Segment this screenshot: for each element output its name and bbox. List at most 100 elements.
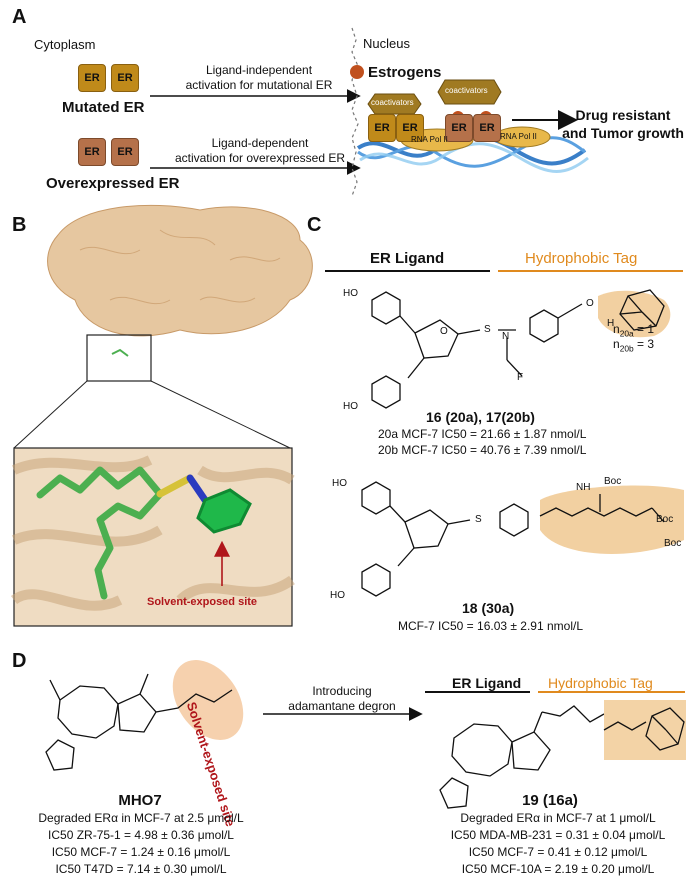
hydrophobic-tag-highlight — [598, 290, 671, 338]
zoom-line — [150, 380, 291, 449]
peg-adamantane-chain — [603, 707, 685, 751]
outcome-text: Drug resistant and Tumor growth — [548, 106, 698, 142]
mho7-name: MHO7 — [118, 792, 162, 809]
estrogen-icon — [350, 65, 364, 79]
mutated-er-icon: ER — [368, 114, 396, 142]
dna-strand — [359, 142, 589, 173]
rna-pol-label: RNA Pol II — [500, 132, 537, 141]
compound1-structure — [371, 291, 583, 409]
atom-label-o: O — [440, 326, 448, 337]
coactivator-icon — [437, 79, 502, 105]
ligand-preview — [111, 348, 129, 357]
hydrophobic-tag-highlight — [540, 485, 684, 554]
adamantane-icon — [619, 289, 665, 331]
outcome-line: Drug resistant — [575, 107, 671, 123]
panel-label-d: D — [12, 650, 27, 672]
mho7-activity-list: Degraded ERα in MCF-7 at 2.5 μmol/L IC50… — [16, 810, 266, 878]
atom-label-f: F — [517, 372, 524, 383]
n-symbol: n — [613, 322, 620, 336]
n-value-b: n20b = 3 — [613, 337, 654, 353]
compound19-activity-line: Degraded ERα in MCF-7 at 1 μmol/L — [460, 811, 656, 825]
n-value-a: n20a = 1 — [613, 322, 654, 338]
atom-label-o: O — [586, 298, 594, 309]
mutated-er-label: Mutated ER — [62, 99, 145, 116]
overexpressed-er-icon: ER — [78, 138, 106, 166]
coactivators-label: coactivators — [371, 98, 414, 107]
panel-label-a: A — [12, 6, 27, 28]
n-value: = 3 — [633, 337, 655, 351]
panel-label-b: B — [12, 214, 27, 236]
mutated-er-icon: ER — [111, 64, 139, 92]
er-ligand-label: ER Ligand — [370, 250, 445, 267]
atom-label-s: S — [475, 514, 482, 525]
atom-label-s: S — [484, 324, 491, 335]
compound2-structure — [361, 481, 529, 597]
compound2-ic50: MCF-7 IC50 = 16.03 ± 2.91 nmol/L — [398, 619, 584, 633]
compound19-activity-line: IC50 MCF-10A = 2.19 ± 0.20 μmol/L — [461, 862, 655, 876]
nitrogen-stick — [186, 474, 209, 504]
protein-ribbon — [10, 455, 295, 611]
arrow2-caption-line: Ligand-dependent — [211, 136, 309, 150]
hydrophobic-tag-label: Hydrophobic Tag — [548, 675, 653, 691]
arrow2-caption-line: activation for overexpressed ER — [174, 151, 346, 165]
mho7-activity-line: IC50 T47D = 7.14 ± 0.30 μmol/L — [55, 862, 227, 876]
degron-caption-line: adamantane degron — [288, 699, 396, 713]
compound1-ic50-a: 20a MCF-7 IC50 = 21.66 ± 1.87 nmol/L — [378, 427, 587, 441]
n-subscript: 20b — [619, 343, 634, 354]
arrow1-caption-line: activation for mutational ER — [185, 78, 333, 92]
sulfonyl-stick — [156, 474, 194, 498]
mutated-er-icon: ER — [78, 64, 106, 92]
overexpressed-er-icon: ER — [445, 114, 473, 142]
n-value: = 1 — [633, 322, 655, 336]
cytoplasm-label: Cytoplasm — [34, 37, 96, 52]
mho7-activity-line: IC50 MCF-7 = 1.24 ± 0.16 μmol/L — [51, 845, 231, 859]
compound1-name: 16 (20a), 17(20b) — [426, 409, 535, 425]
estrogens-label: Estrogens — [368, 64, 442, 81]
compound19-activity-line: IC50 MCF-7 = 0.41 ± 0.12 μmol/L — [468, 845, 648, 859]
nucleus-label: Nucleus — [363, 36, 410, 51]
compound19-name: 19 (16a) — [522, 792, 578, 809]
compound19-activity-list: Degraded ERα in MCF-7 at 1 μmol/L IC50 M… — [424, 810, 692, 878]
arrow1-caption-line: Ligand-independent — [205, 63, 313, 77]
degron-arrow-caption: Introducing adamantane degron — [272, 684, 412, 714]
mutated-er-icon: ER — [396, 114, 424, 142]
mho7-activity-line: Degraded ERα in MCF-7 at 2.5 μmol/L — [38, 811, 244, 825]
atom-label-h: H — [607, 318, 615, 329]
n-symbol: n — [613, 337, 620, 351]
atom-label-ho: HO — [330, 590, 345, 601]
dna-strand — [357, 136, 586, 168]
binding-pocket-box — [86, 334, 152, 382]
mho7-activity-line: IC50 ZR-75-1 = 4.98 ± 0.36 μmol/L — [48, 828, 234, 842]
boc-guanidine-chain — [539, 494, 665, 523]
panel-label-c: C — [307, 214, 322, 236]
solvent-exposed-ring — [196, 488, 252, 534]
n-subscript: 20a — [619, 328, 634, 339]
atom-label-boc: Boc — [604, 476, 622, 487]
mho7-structure — [45, 673, 233, 771]
atom-label-ho: HO — [343, 288, 358, 299]
atom-label-ho: HO — [343, 401, 358, 412]
overexpressed-er-icon: ER — [473, 114, 501, 142]
overexpressed-er-icon: ER — [111, 138, 139, 166]
protein-surface — [47, 204, 313, 337]
rna-pol-label: RNA Pol II — [411, 135, 448, 144]
compound19-activity-line: IC50 MDA-MB-231 = 0.31 ± 0.04 μmol/L — [450, 828, 666, 842]
atom-label-ho: HO — [332, 478, 347, 489]
protein-surface-texture — [79, 229, 281, 305]
arrow2-caption: Ligand-dependent activation for overexpr… — [160, 136, 360, 166]
hydrophobic-tag-label: Hydrophobic Tag — [525, 250, 638, 267]
er-ligand-label: ER Ligand — [452, 675, 522, 691]
atom-label-boc: Boc — [664, 538, 682, 549]
degron-caption-line: Introducing — [312, 684, 372, 698]
outcome-line: and Tumor growth — [562, 125, 684, 141]
coactivators-label: coactivators — [445, 86, 488, 95]
nuclear-membrane — [351, 27, 359, 197]
solvent-site-label: Solvent-exposed site — [147, 596, 258, 608]
compound2-name: 18 (30a) — [462, 600, 515, 616]
compound1-ic50-b: 20b MCF-7 IC50 = 40.76 ± 7.39 nmol/L — [378, 443, 587, 457]
compound19-structure — [439, 705, 605, 809]
atom-label-nh: NH — [576, 482, 591, 493]
atom-label-boc: Boc — [656, 514, 674, 525]
hydrophobic-tag-highlight — [604, 700, 686, 760]
